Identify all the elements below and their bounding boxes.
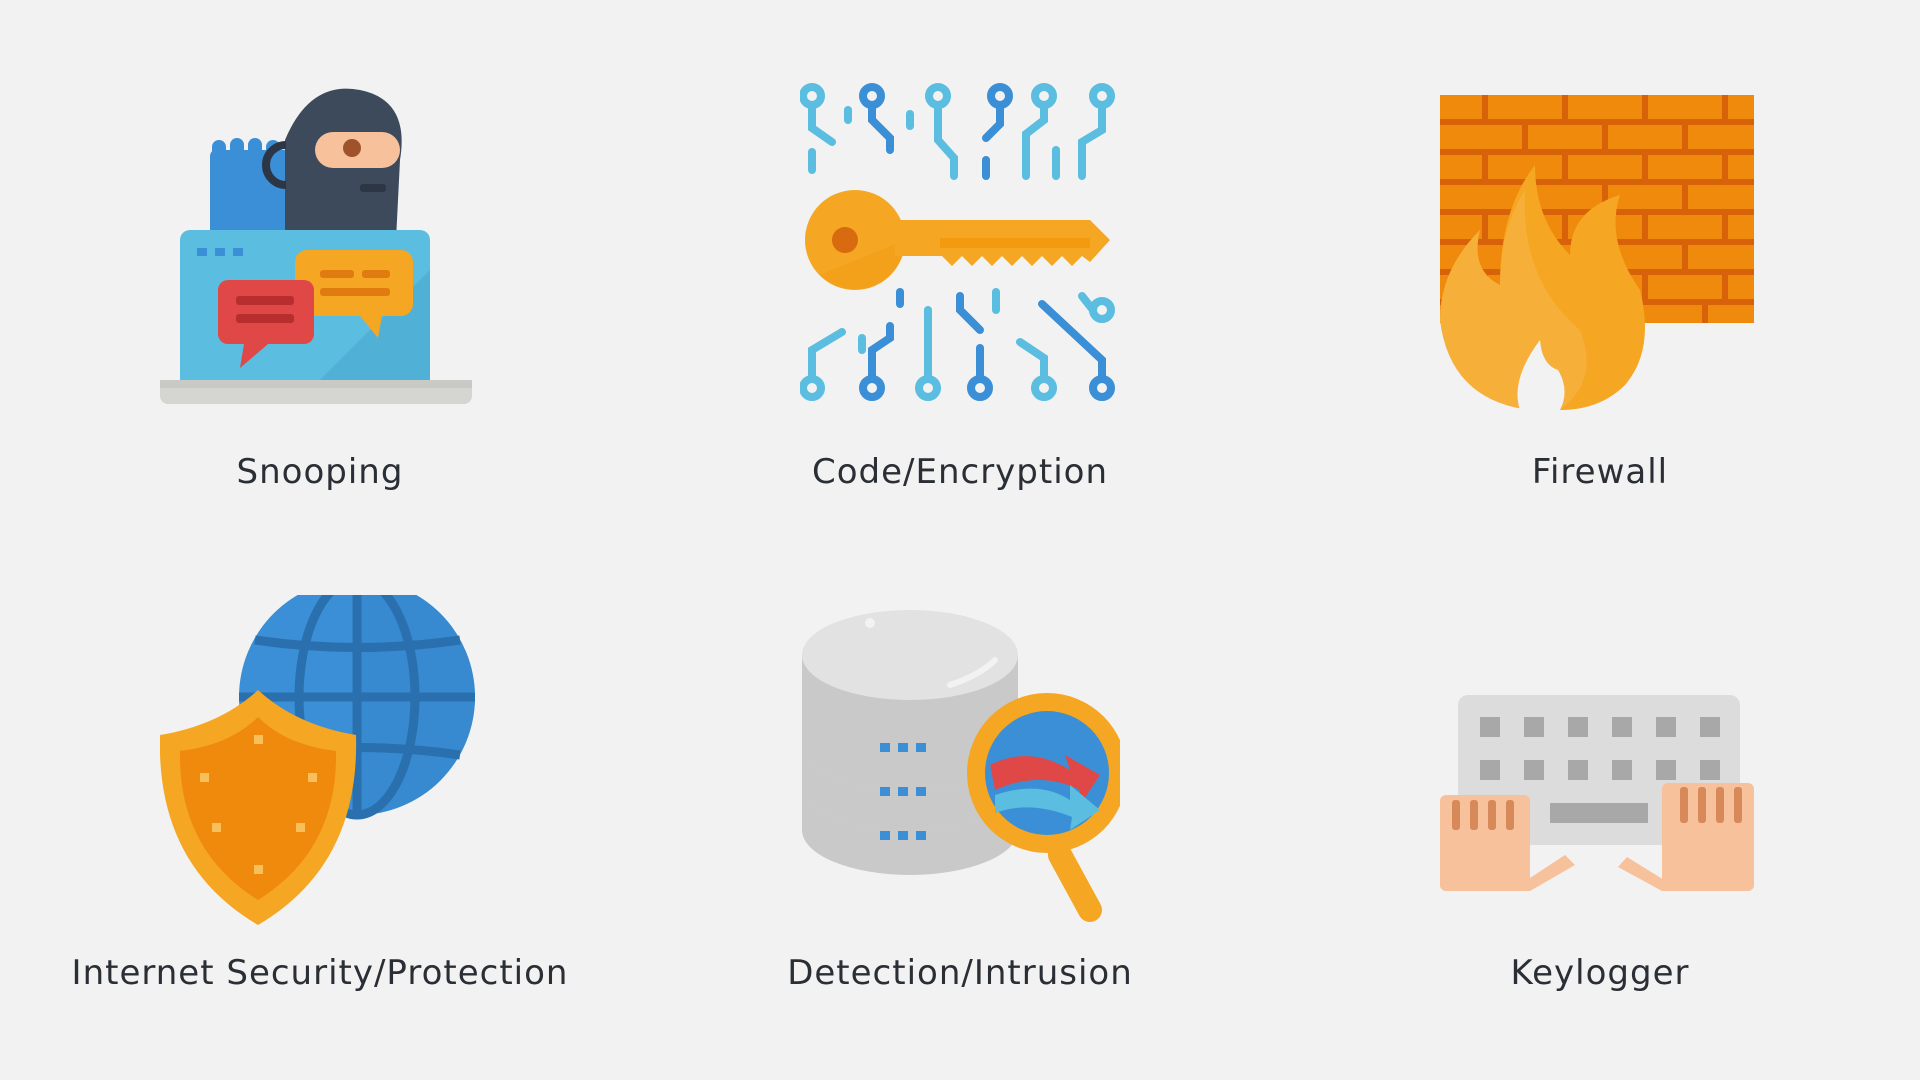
tile-label: Code/Encryption xyxy=(811,452,1109,492)
tile-snooping: Snooping xyxy=(0,0,640,540)
tile-keylogger: Keylogger xyxy=(1280,515,1920,1055)
tile-label: Firewall xyxy=(1531,452,1669,492)
tile-label: Internet Security/Protection xyxy=(71,953,569,993)
key-circuit-icon xyxy=(800,83,1115,401)
database-magnifier-icon xyxy=(802,610,1120,922)
tile-detection: Detection/Intrusion xyxy=(640,515,1280,1055)
keyboard-hands-icon xyxy=(1440,695,1754,891)
shield-globe-icon xyxy=(160,595,475,925)
tile-internet-security: Internet Security/Protection xyxy=(0,515,640,1055)
snooping-icon xyxy=(160,88,472,404)
tile-firewall: Firewall xyxy=(1280,0,1920,540)
firewall-icon xyxy=(1440,95,1754,410)
tile-encryption: Code/Encryption xyxy=(640,0,1280,540)
tile-label: Snooping xyxy=(236,452,404,492)
tile-label: Keylogger xyxy=(1510,953,1690,993)
tile-label: Detection/Intrusion xyxy=(787,953,1133,993)
